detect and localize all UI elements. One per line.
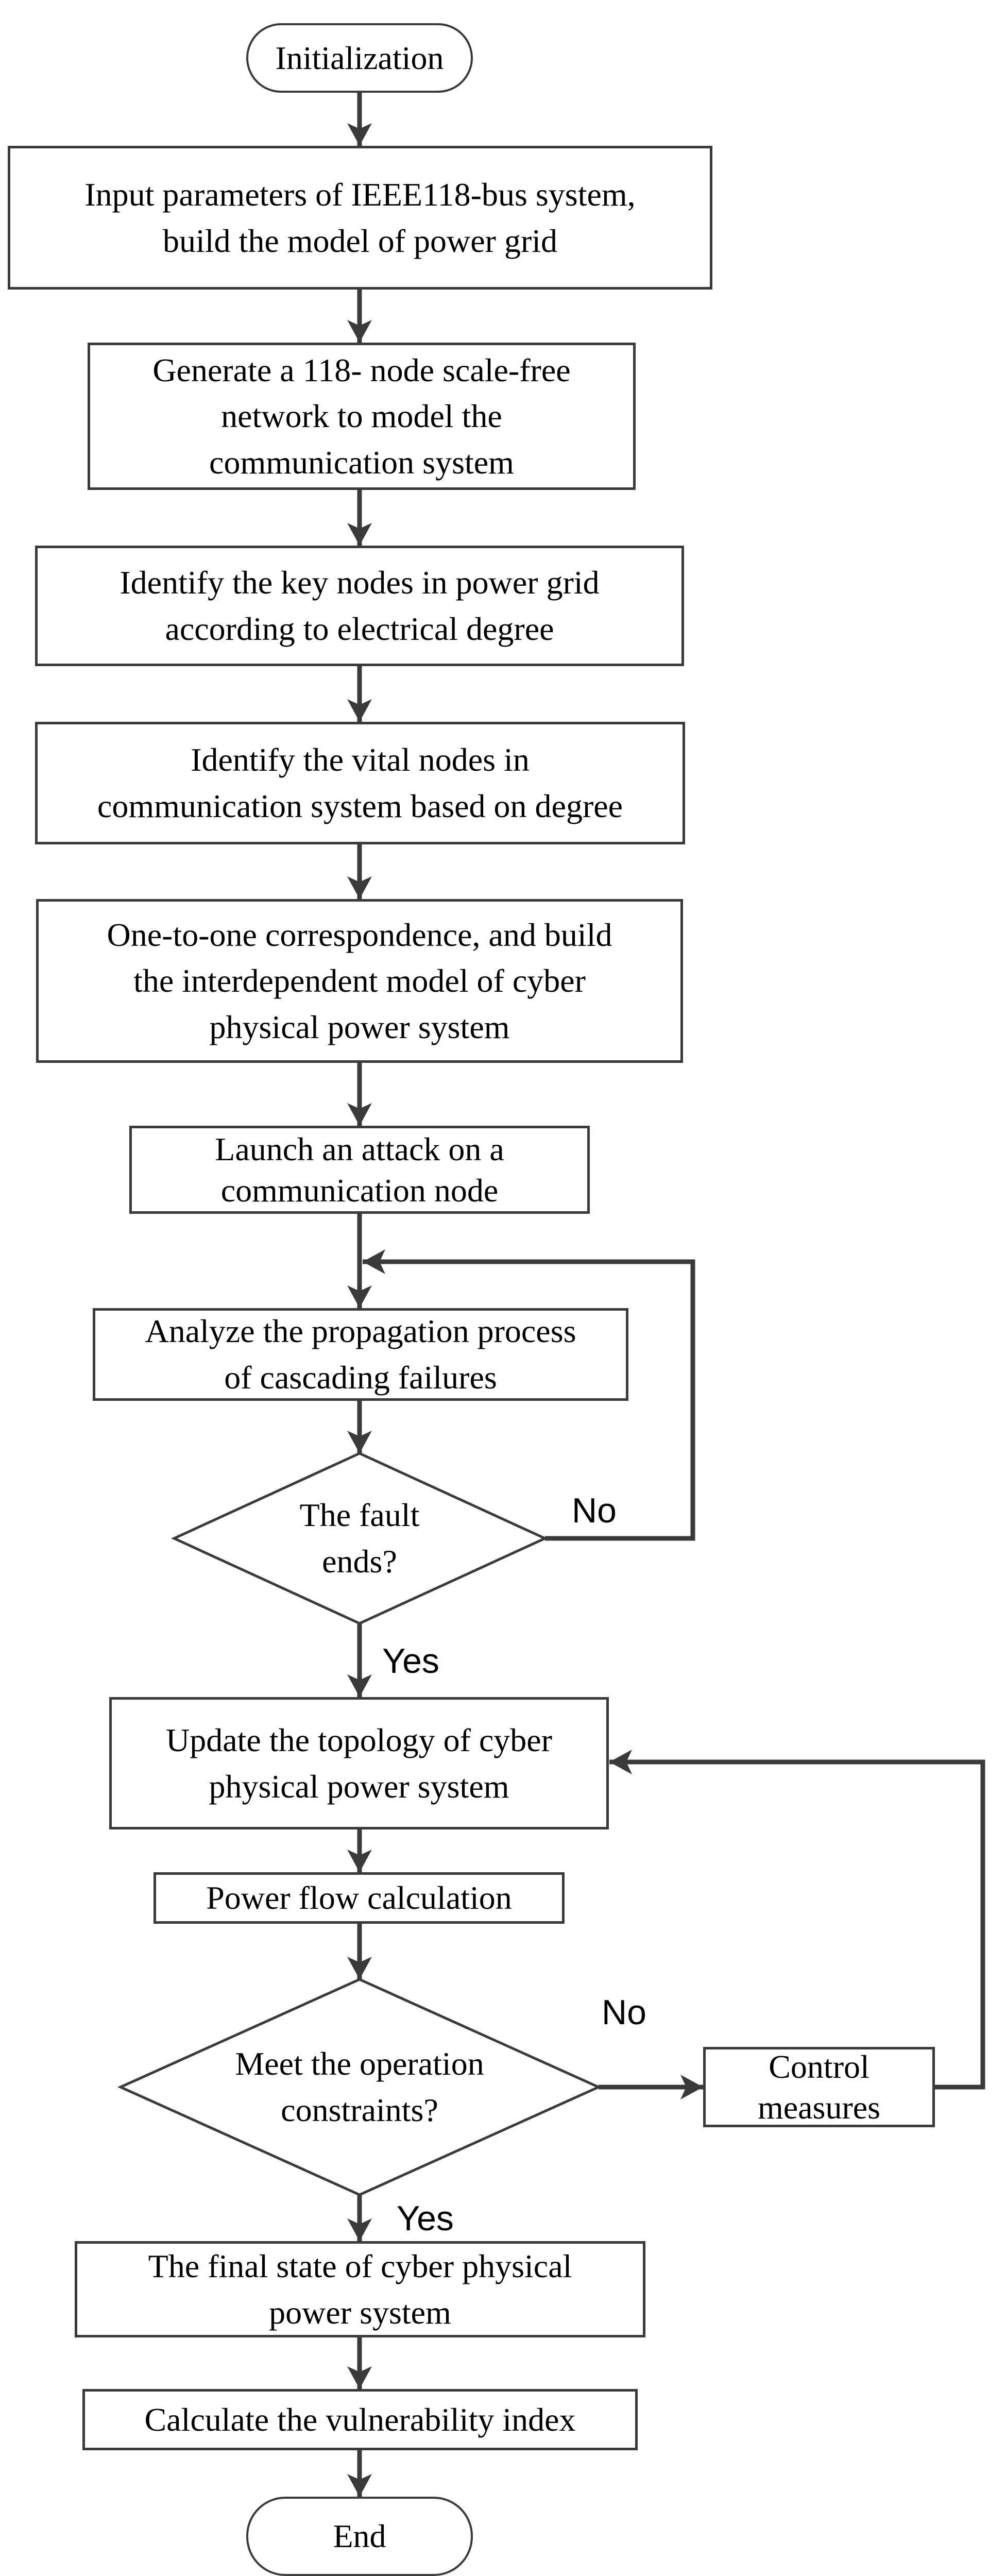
node-text-line: of cascading failures [224, 1359, 497, 1396]
node-control-measures: Control measures [703, 2047, 935, 2127]
node-text-line: constraints? [281, 2092, 438, 2128]
label-constraints-no: No [602, 1993, 646, 2032]
node-text-line: measures [757, 2089, 881, 2126]
node-text-line: communication system based on degree [97, 788, 623, 824]
node-one-to-one-correspondence: One-to-one correspondence, and build the… [36, 899, 683, 1063]
node-text-line: The final state of cyber physical [148, 2247, 572, 2284]
node-text-line: build the model of power grid [162, 222, 558, 259]
node-final-state: The final state of cyber physical power … [75, 2241, 645, 2337]
node-calculate-vulnerability: Calculate the vulnerability index [82, 2389, 638, 2450]
node-text-line: Update the topology of cyber [166, 1721, 552, 1758]
label-fault-yes: Yes [382, 1641, 439, 1681]
arrow-control-loop-to-update [609, 1750, 985, 2090]
node-input-parameters: Input parameters of IEEE118-bus system, … [8, 146, 712, 290]
node-fault-ends-decision: The fault ends? [246, 1489, 473, 1587]
node-end: End [246, 2497, 473, 2576]
node-text-line: physical power system [209, 1768, 509, 1805]
node-text-line: Calculate the vulnerability index [144, 2401, 576, 2438]
node-text-line: Analyze the propagation process [145, 1313, 576, 1350]
node-text-line: network to model the [221, 398, 502, 435]
node-text-line: The fault [299, 1497, 420, 1534]
node-text-line: Control [769, 2048, 869, 2085]
node-update-topology: Update the topology of cyber physical po… [109, 1697, 609, 1829]
node-text-line: Initialization [275, 39, 444, 76]
node-generate-network: Generate a 118- node scale-free network … [88, 343, 636, 490]
node-text-line: Power flow calculation [206, 1879, 512, 1917]
node-text-line: the interdependent model of cyber [133, 962, 586, 999]
node-constraints-decision: Meet the operation constraints? [205, 2038, 514, 2136]
node-identify-key-nodes: Identify the key nodes in power grid acc… [35, 546, 684, 666]
node-text-line: Identify the key nodes in power grid [120, 564, 600, 601]
node-start: Initialization [246, 23, 473, 93]
node-text-line: Meet the operation [235, 2045, 484, 2082]
node-text-line: power system [269, 2294, 451, 2331]
node-text-line: One-to-one correspondence, and build [107, 916, 612, 953]
node-power-flow: Power flow calculation [154, 1872, 565, 1924]
node-text-line: physical power system [209, 1008, 510, 1045]
arrow-fault-no-loop [363, 1249, 695, 1541]
node-text-line: communication node [220, 1172, 499, 1209]
node-text-line: Launch an attack on a [215, 1131, 504, 1168]
node-text-line: ends? [322, 1543, 397, 1580]
node-text-line: according to electrical degree [165, 611, 554, 647]
node-launch-attack: Launch an attack on a communication node [129, 1126, 590, 1214]
node-text-line: Input parameters of IEEE118-bus system, [84, 176, 636, 213]
decision-fault-ends-shape [170, 1452, 549, 1625]
label-constraints-yes: Yes [397, 2199, 454, 2238]
node-text-line: Identify the vital nodes in [191, 741, 530, 778]
node-text-line: Generate a 118- node scale-free [152, 351, 571, 388]
node-text-line: communication system [209, 444, 514, 481]
decision-constraints-shape [117, 1978, 602, 2196]
label-fault-no: No [572, 1491, 617, 1530]
node-analyze-propagation: Analyze the propagation process of casca… [93, 1308, 628, 1401]
node-identify-vital-nodes: Identify the vital nodes in communicatio… [35, 722, 685, 844]
node-text-line: End [333, 2518, 386, 2555]
